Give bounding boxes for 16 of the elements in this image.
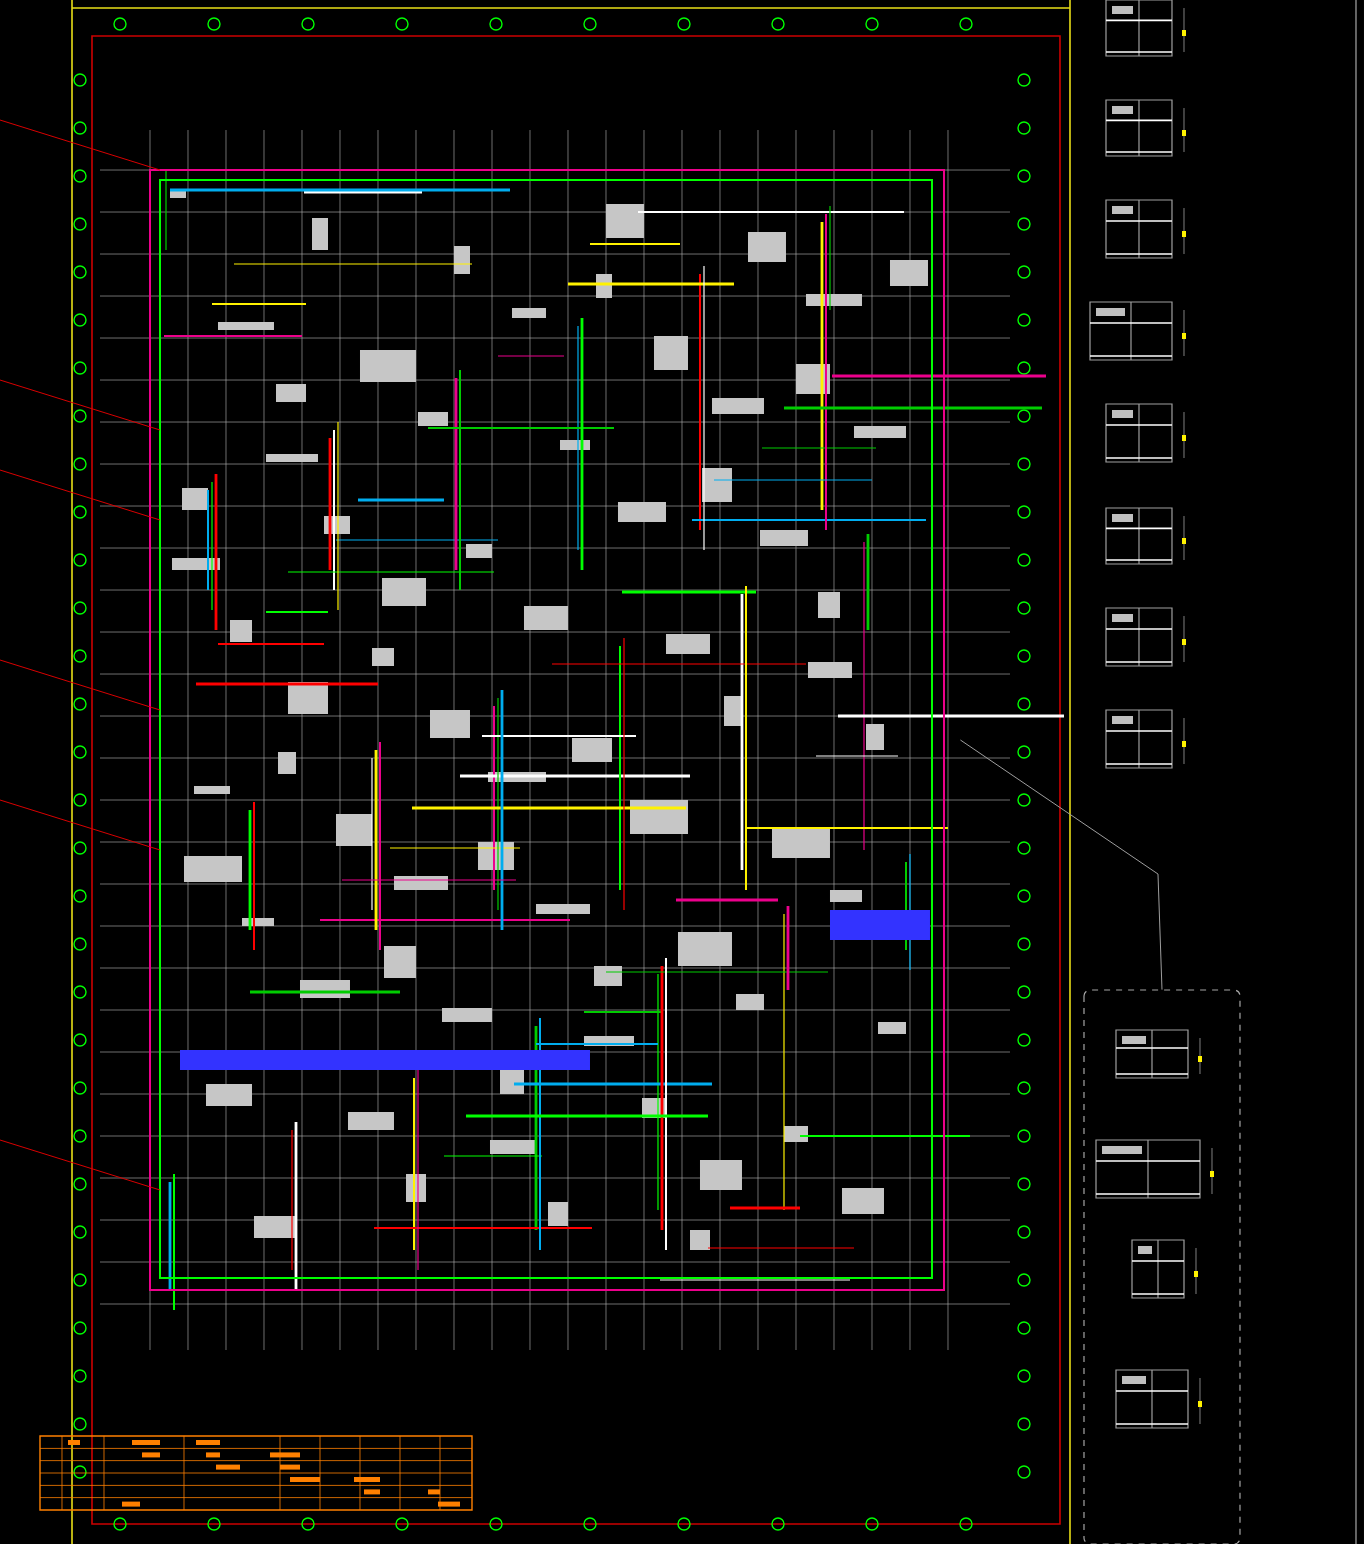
section-detail-drawing <box>1105 507 1186 565</box>
section-detail-drawing <box>1105 607 1186 667</box>
section-detail-drawing <box>1115 1369 1202 1429</box>
leader-line <box>959 739 1163 991</box>
section-detail-drawing <box>1095 1139 1214 1199</box>
section-detail-drawing <box>1105 403 1186 463</box>
section-detail-drawing <box>1089 301 1186 361</box>
section-detail-drawing <box>1105 0 1186 57</box>
section-detail-drawing <box>1131 1239 1198 1299</box>
schedule-table <box>39 1435 473 1511</box>
section-detail-drawing <box>1115 1029 1202 1079</box>
floor-plan-drawing <box>0 119 1064 1351</box>
section-detail-drawing <box>1105 199 1186 259</box>
section-detail-drawing <box>1105 709 1186 769</box>
section-detail-drawing <box>1105 99 1186 157</box>
detail-panel <box>1083 989 1241 1544</box>
